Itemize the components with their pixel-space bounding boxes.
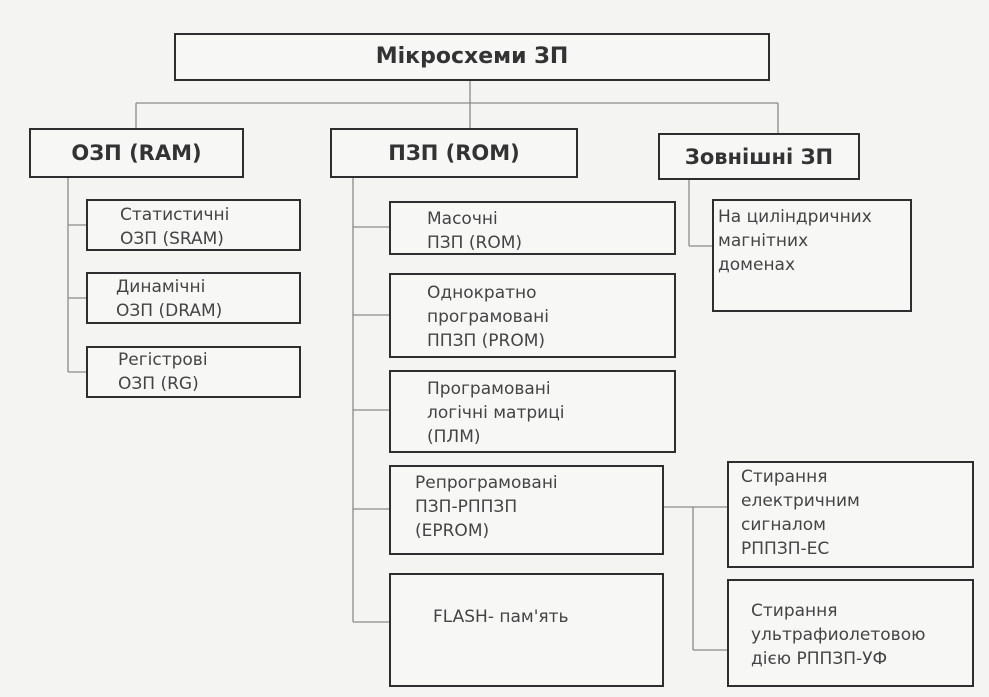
category-external: Зовнішні ЗП (658, 133, 860, 180)
rom-flash-node: FLASH- пам'ять (389, 573, 664, 687)
rom-prom-node: Однократно програмовані ППЗП (PROM) (389, 273, 676, 358)
category-ram-label: ОЗП (RAM) (71, 141, 202, 165)
external-magnetic-label: На циліндричних магнітних доменах (718, 207, 872, 275)
category-rom-label: ПЗП (ROM) (388, 141, 520, 165)
rom-plm-node: Програмовані логічні матриці (ПЛМ) (389, 370, 676, 453)
category-external-label: Зовнішні ЗП (684, 144, 834, 169)
ram-dram-node: Динамічні ОЗП (DRAM) (86, 272, 301, 324)
category-rom: ПЗП (ROM) (330, 128, 578, 178)
ram-sram-label: Статистичні ОЗП (SRAM) (120, 205, 230, 249)
rom-flash-label: FLASH- пам'ять (433, 607, 569, 627)
ram-dram-label: Динамічні ОЗП (DRAM) (116, 277, 223, 321)
rom-prom-label: Однократно програмовані ППЗП (PROM) (427, 283, 549, 351)
ram-rg-node: Регістрові ОЗП (RG) (86, 346, 301, 398)
rom-plm-label: Програмовані логічні матриці (ПЛМ) (427, 379, 565, 447)
rom-mask-label: Масочні ПЗП (ROM) (427, 209, 522, 253)
rom-eprom-node: Репрограмовані ПЗП-РППЗП (EPROM) (389, 465, 664, 555)
root-label: Мікросхеми ЗП (375, 44, 569, 69)
rom-eprom-label: Репрограмовані ПЗП-РППЗП (EPROM) (415, 473, 558, 541)
ram-sram-node: Статистичні ОЗП (SRAM) (86, 199, 301, 251)
root-node: Мікросхеми ЗП (174, 33, 770, 81)
eprom-uv-node: Стирання ультрафиолетовою дією РППЗП-УФ (727, 579, 974, 687)
eprom-uv-label: Стирання ультрафиолетовою дією РППЗП-УФ (751, 601, 926, 669)
eprom-electric-label: Стирання електричним сигналом РППЗП-ЕС (741, 467, 860, 559)
rom-mask-node: Масочні ПЗП (ROM) (389, 201, 676, 255)
external-magnetic-node: На циліндричних магнітних доменах (712, 199, 912, 312)
ram-rg-label: Регістрові ОЗП (RG) (118, 350, 208, 394)
eprom-electric-node: Стирання електричним сигналом РППЗП-ЕС (727, 461, 974, 568)
category-ram: ОЗП (RAM) (29, 128, 244, 178)
